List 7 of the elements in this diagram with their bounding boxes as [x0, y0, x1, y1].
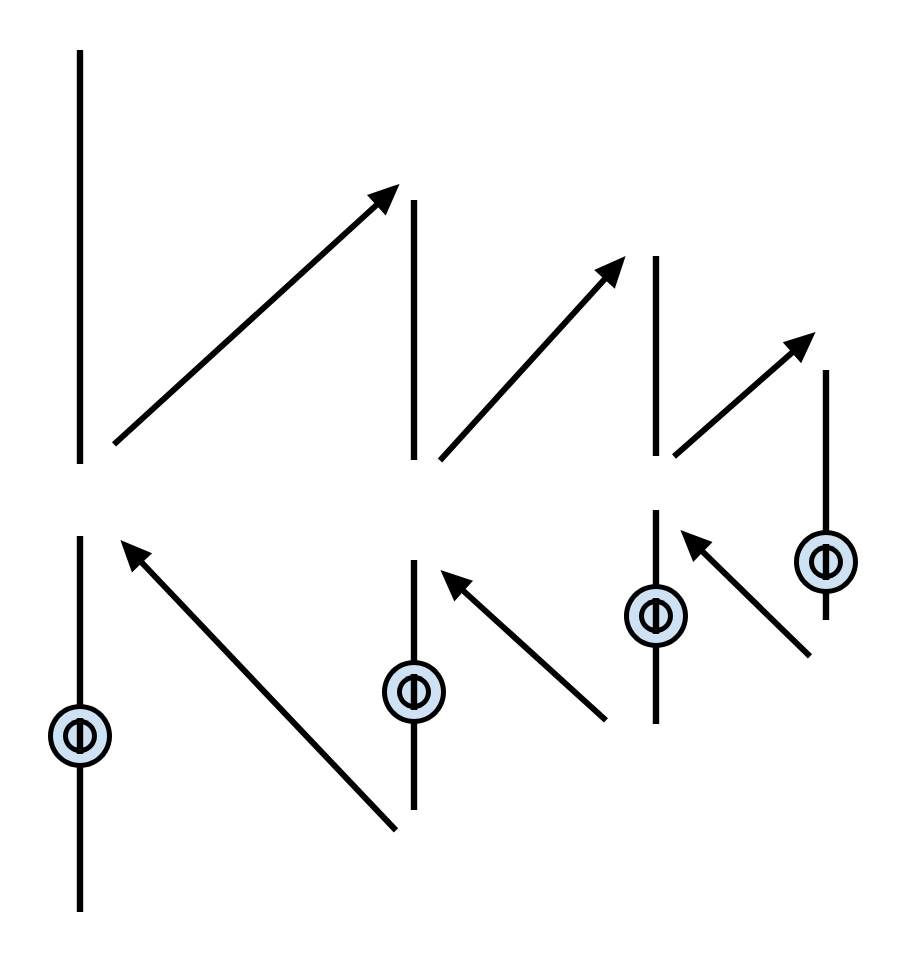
bar-with-circle: [624, 510, 688, 724]
bar: [652, 256, 660, 456]
bar: [410, 200, 418, 460]
bar-with-circle: [48, 536, 112, 912]
bar-with-circle: [382, 560, 446, 810]
bar-with-circle: [794, 370, 858, 620]
bar: [76, 50, 84, 464]
